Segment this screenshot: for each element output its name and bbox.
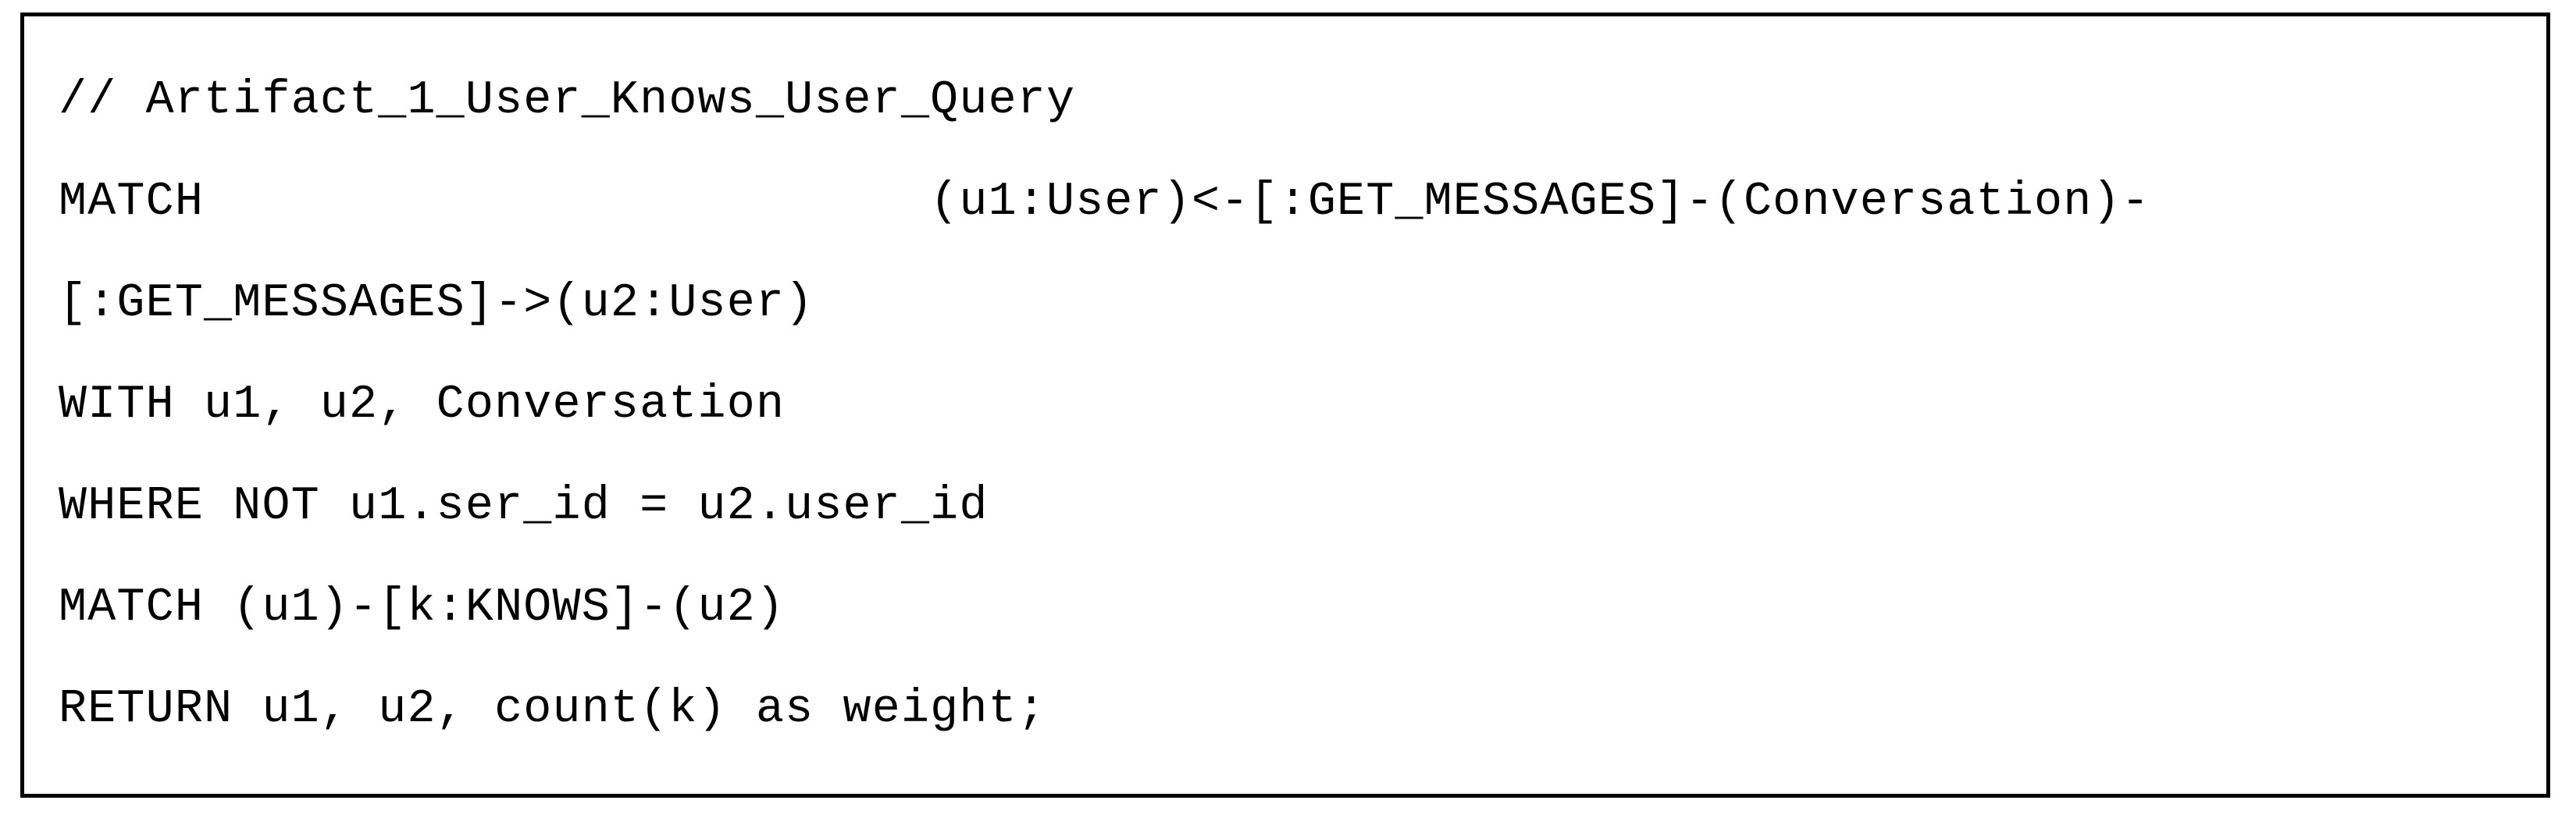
- code-line-6: MATCH (u1)-[k:KNOWS]-(u2): [59, 581, 786, 635]
- code-line-4: WITH u1, u2, Conversation: [59, 379, 786, 432]
- code-line-1: // Artifact_1_User_Knows_User_Query: [59, 74, 1076, 127]
- code-line-5: WHERE NOT u1.ser_id = u2.user_id: [59, 480, 989, 533]
- code-line-3: [:GET_MESSAGES]->(u2:User): [59, 277, 814, 330]
- code-line-7: RETURN u1, u2, count(k) as weight;: [59, 683, 1046, 736]
- code-line-2: MATCH (u1:User)<-[:GET_MESSAGES]-(Conver…: [59, 176, 2150, 229]
